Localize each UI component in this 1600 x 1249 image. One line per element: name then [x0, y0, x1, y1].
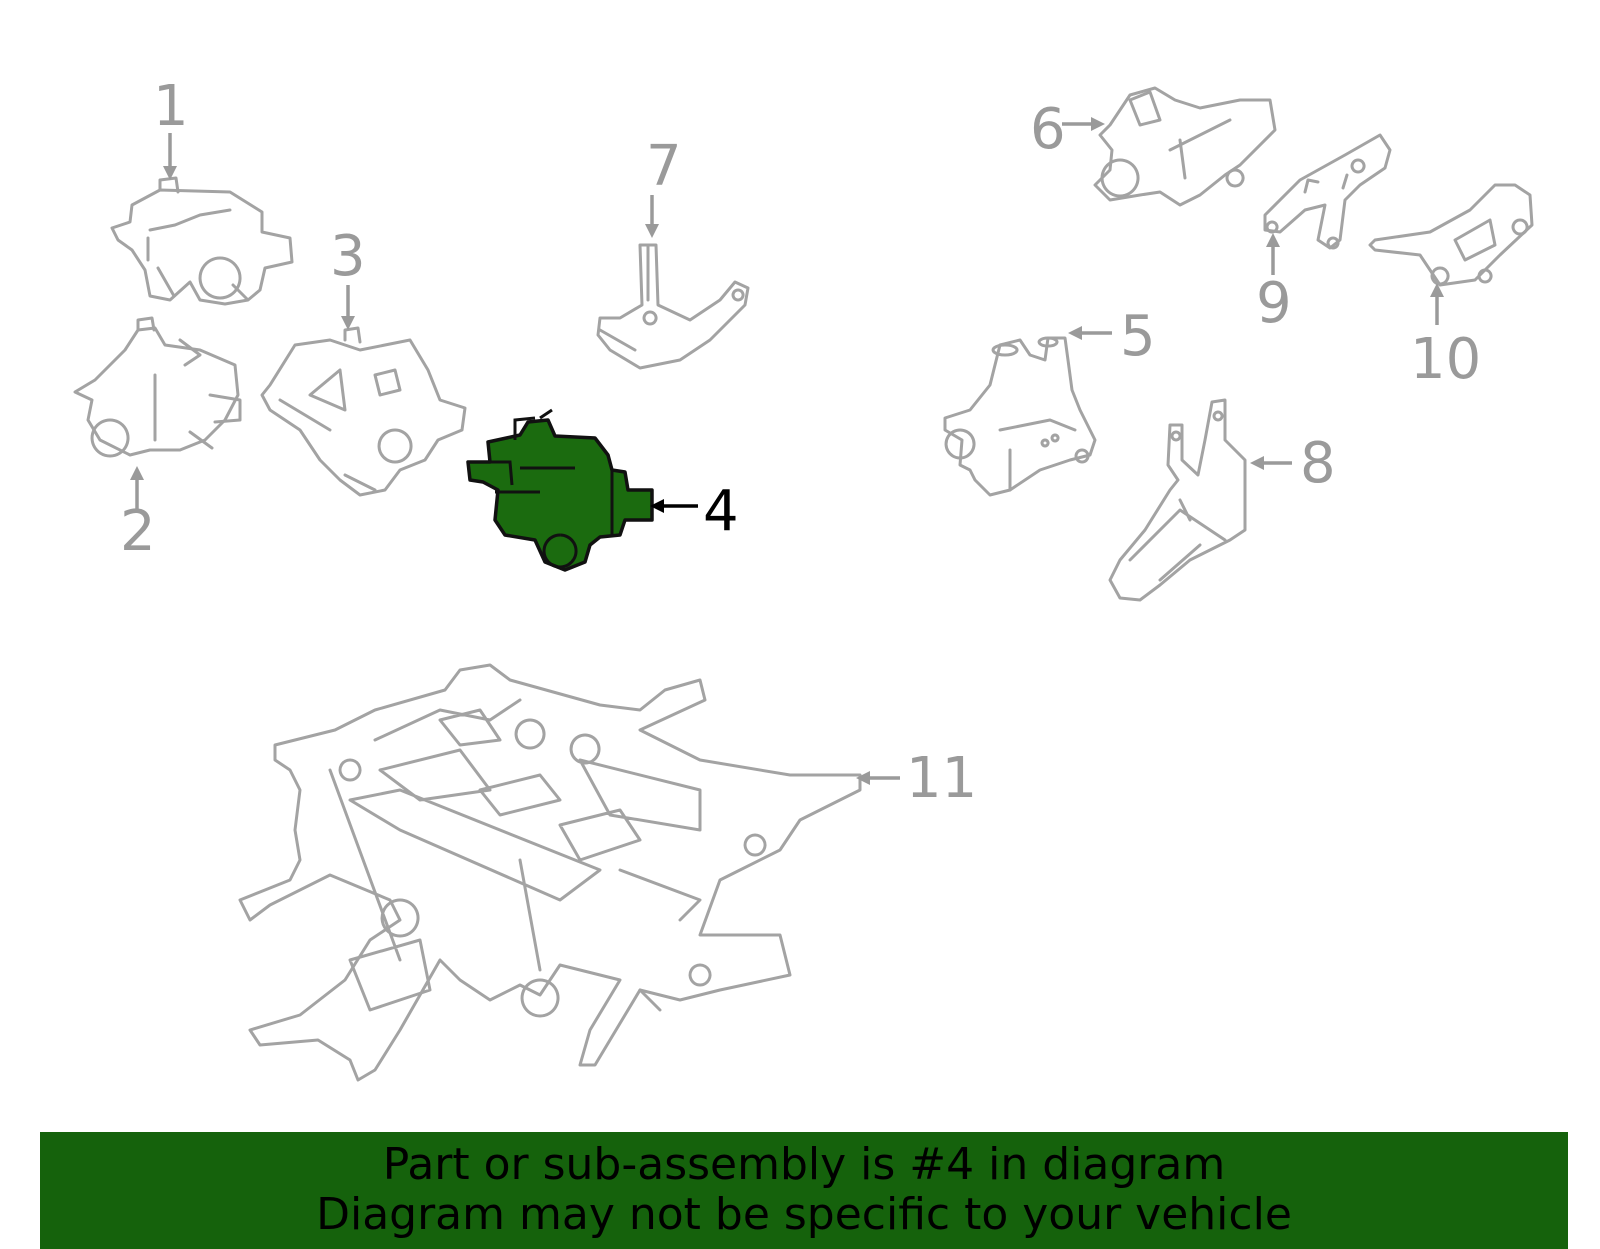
part-10-bracket[interactable] [1368, 183, 1534, 287]
part-7-bracket[interactable] [596, 243, 750, 370]
part-3-thermostat-housing[interactable] [260, 326, 467, 497]
callout-8: 8 [1300, 431, 1336, 496]
callout-8-arrowhead [1250, 456, 1264, 470]
info-banner: Part or sub-assembly is #4 in diagram Di… [40, 1132, 1568, 1249]
callout-6: 6 [1030, 97, 1066, 162]
callout-9: 9 [1256, 271, 1292, 336]
callout-10: 10 [1410, 327, 1481, 392]
callout-2-arrowhead [130, 466, 144, 480]
callout-11: 11 [906, 746, 977, 811]
part-5-water-pump[interactable] [943, 336, 1097, 497]
part-1-thermostat-housing[interactable] [110, 176, 294, 306]
part-9-bracket[interactable] [1263, 133, 1392, 250]
banner-line-part: Part or sub-assembly is #4 in diagram [382, 1139, 1226, 1190]
callout-5-arrowhead [1068, 326, 1082, 340]
callout-1-arrowhead [163, 166, 177, 180]
callout-4-arrowhead [650, 499, 664, 513]
banner-line-disclaimer: Diagram may not be specific to your vehi… [316, 1189, 1292, 1240]
callout-11-arrowhead [856, 771, 870, 785]
callout-5: 5 [1120, 304, 1156, 369]
callout-1: 1 [153, 74, 189, 139]
part-8-bracket[interactable] [1108, 398, 1247, 602]
callout-3: 3 [330, 224, 366, 289]
callout-7-arrowhead [645, 224, 659, 238]
callout-7: 7 [646, 134, 682, 199]
callout-4: 4 [703, 479, 739, 544]
part-4-thermostat-housing[interactable] [466, 408, 654, 572]
callout-6-arrowhead [1091, 117, 1105, 131]
part-11-subframe[interactable] [238, 663, 862, 1082]
callout-10-arrowhead [1430, 283, 1444, 297]
part-2-thermostat-housing[interactable] [73, 316, 242, 458]
callout-9-arrowhead [1266, 233, 1280, 247]
callout-3-arrowhead [341, 316, 355, 330]
part-6-thermostat-housing[interactable] [1093, 86, 1277, 207]
